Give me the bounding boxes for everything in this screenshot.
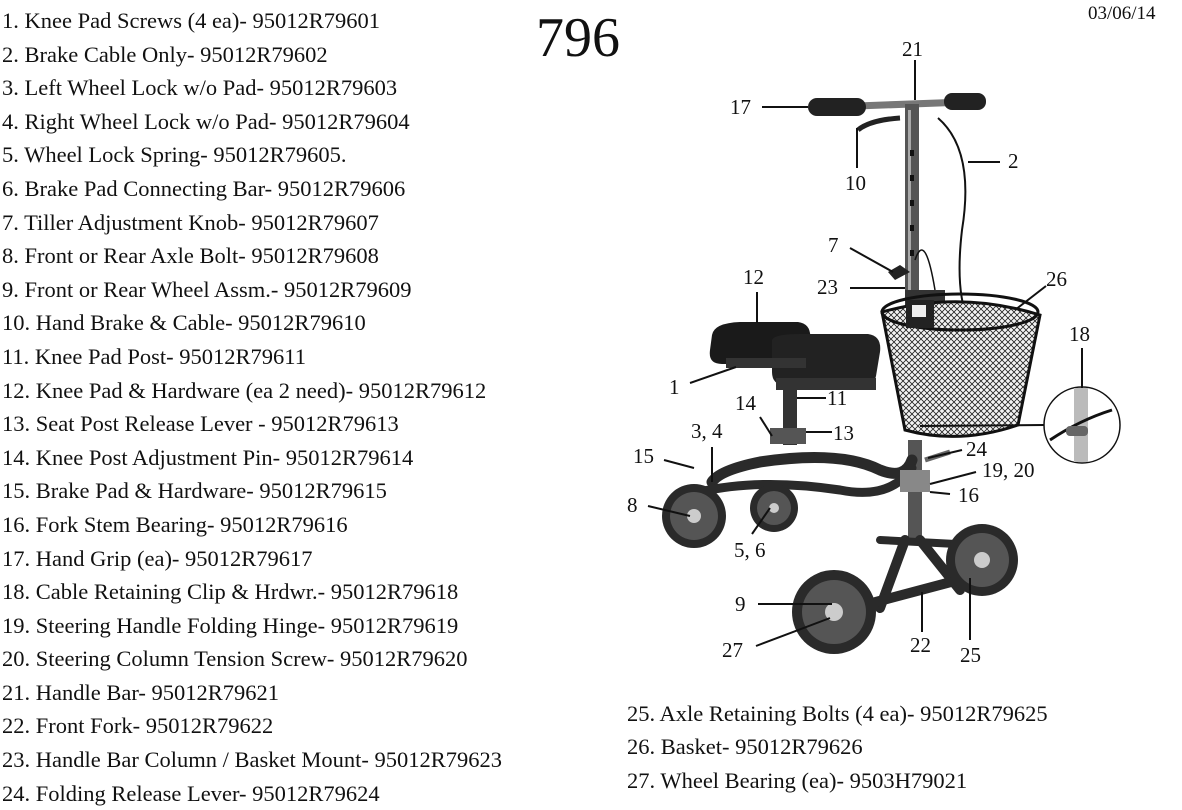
parts-list-item: 12. Knee Pad & Hardware (ea 2 need)- 950…: [2, 377, 487, 403]
callout-24: 24: [966, 437, 988, 461]
callout-17: 17: [730, 95, 751, 119]
parts-list-item: 4. Right Wheel Lock w/o Pad- 95012R79604: [2, 108, 410, 134]
knee-pad: [709, 322, 881, 390]
parts-list-item: 14. Knee Post Adjustment Pin- 95012R7961…: [2, 444, 414, 470]
model-number: 796: [536, 7, 620, 69]
parts-list-item: 3. Left Wheel Lock w/o Pad- 95012R79603: [2, 75, 398, 101]
brake-lever: [856, 115, 901, 133]
callout-21: 21: [902, 37, 923, 61]
cable-clip-inset: [1043, 386, 1121, 464]
leader-lines: [647, 60, 1083, 647]
brake-cable: [937, 117, 969, 321]
callout-26: 26: [1046, 267, 1067, 291]
parts-list-item: 13. Seat Post Release Lever - 95012R7961…: [2, 411, 399, 437]
parts-list-item: 9. Front or Rear Wheel Assm.- 95012R7960…: [2, 276, 412, 302]
callout-5-6: 5, 6: [734, 538, 766, 562]
parts-list-item: 23. Handle Bar Column / Basket Mount- 95…: [2, 747, 502, 773]
parts-list-item: 26. Basket- 95012R79626: [627, 734, 863, 760]
parts-list-item: 27. Wheel Bearing (ea)- 9503H79021: [627, 767, 968, 793]
callout-14: 14: [735, 391, 757, 415]
callout-10: 10: [845, 171, 866, 195]
parts-list-item: 8. Front or Rear Axle Bolt- 95012R79608: [2, 243, 379, 269]
rear-wheel-left: [662, 484, 726, 548]
seat-post-clamp: [770, 428, 806, 444]
parts-list-item: 15. Brake Pad & Hardware- 95012R79615: [2, 478, 387, 504]
rear-wheel-right: [750, 484, 798, 532]
callout-22: 22: [910, 633, 931, 657]
callout-18: 18: [1069, 322, 1090, 346]
callout-9: 9: [735, 592, 746, 616]
parts-list-continued: 25. Axle Retaining Bolts (4 ea)- 95012R7…: [627, 697, 1048, 797]
parts-list-item: 24. Folding Release Lever- 95012R79624: [2, 780, 380, 806]
front-wheel-left: [792, 570, 876, 654]
callout-15: 15: [633, 444, 654, 468]
parts-list-item: 1. Knee Pad Screws (4 ea)- 95012R79601: [2, 8, 381, 33]
callout-12: 12: [743, 265, 764, 289]
hand-grip-right: [944, 93, 986, 110]
basket: [880, 292, 1042, 438]
hand-grip-left: [808, 98, 866, 116]
callout-1: 1: [669, 375, 680, 399]
callout-8: 8: [627, 493, 638, 517]
callout-11: 11: [827, 386, 847, 410]
parts-list-item: 5. Wheel Lock Spring- 95012R79605.: [2, 142, 347, 168]
parts-list-item: 2. Brake Cable Only- 95012R79602: [2, 41, 328, 67]
parts-list-item: 6. Brake Pad Connecting Bar- 95012R79606: [2, 175, 406, 201]
folding-hinge: [900, 470, 930, 492]
tiller-knob: [888, 265, 910, 280]
callout-19-20: 19, 20: [982, 458, 1035, 482]
callout-25: 25: [960, 643, 981, 667]
parts-list-item: 20. Steering Column Tension Screw- 95012…: [2, 646, 468, 672]
parts-list-item: 16. Fork Stem Bearing- 95012R79616: [2, 511, 348, 537]
parts-list-item: 7. Tiller Adjustment Knob- 95012R79607: [2, 209, 379, 235]
parts-list: 1. Knee Pad Screws (4 ea)- 95012R79601 2…: [2, 4, 502, 810]
parts-list-item: 17. Hand Grip (ea)- 95012R79617: [2, 545, 313, 571]
document-date: 03/06/14: [1088, 3, 1156, 24]
knee-walker-diagram: 21 17 2 10 7 23 26 12 18 1 11 14 3, 4 13…: [627, 37, 1121, 667]
callout-labels: 21 17 2 10 7 23 26 12 18 1 11 14 3, 4 13…: [627, 37, 1090, 667]
parts-list-item: 18. Cable Retaining Clip & Hrdwr.- 95012…: [2, 579, 459, 605]
parts-list-item: 19. Steering Handle Folding Hinge- 95012…: [2, 612, 459, 638]
parts-list-item: 10. Hand Brake & Cable- 95012R79610: [2, 310, 366, 336]
callout-27: 27: [722, 638, 743, 662]
parts-list-item: 25. Axle Retaining Bolts (4 ea)- 95012R7…: [627, 701, 1048, 726]
parts-list-item: 21. Handle Bar- 95012R79621: [2, 679, 280, 705]
front-wheel-right: [946, 524, 1018, 596]
callout-23: 23: [817, 275, 838, 299]
callout-16: 16: [958, 483, 979, 507]
callout-2: 2: [1008, 149, 1019, 173]
parts-list-item: 11. Knee Pad Post- 95012R79611: [2, 343, 306, 369]
callout-3-4: 3, 4: [691, 419, 723, 443]
callout-7: 7: [828, 233, 839, 257]
parts-list-item: 22. Front Fork- 95012R79622: [2, 713, 274, 739]
callout-13: 13: [833, 421, 854, 445]
handle-bar: [808, 93, 986, 133]
